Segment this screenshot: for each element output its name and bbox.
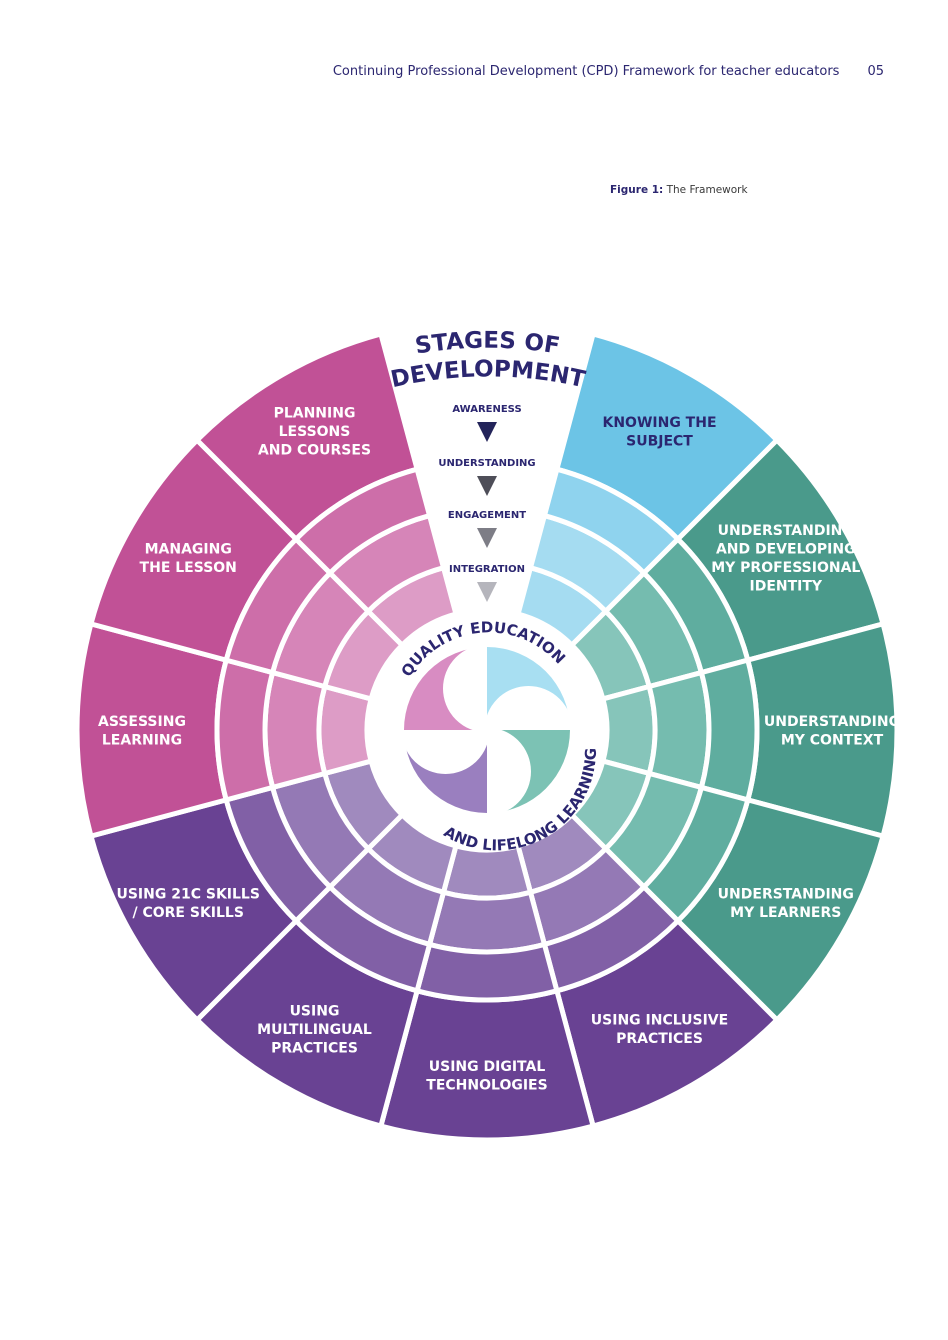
swirl-line	[443, 644, 488, 733]
swirl-line	[486, 727, 531, 816]
stages-wedge	[378, 312, 596, 615]
swirl-petal	[487, 647, 570, 730]
figure-caption-text: The Framework	[666, 184, 748, 196]
segment-ring-3	[214, 657, 276, 803]
segment-ring-3	[414, 941, 560, 1003]
stage-label: INTEGRATION	[449, 564, 525, 575]
stage-arrow-icon	[477, 528, 497, 548]
segment-ring-2	[262, 669, 328, 791]
stage-label: AWARENESS	[452, 404, 521, 415]
segment-ring-3	[698, 657, 760, 803]
figure-caption: Figure 1: The Framework	[610, 184, 748, 196]
center-hub	[371, 614, 603, 846]
segment-ring-2	[426, 889, 548, 955]
stage-arrow-icon	[477, 582, 497, 602]
segment-ring-1	[316, 683, 375, 777]
segment-ring-1	[599, 683, 658, 777]
segment-label: USING 21C SKILLS/ CORE SKILLS	[116, 886, 259, 921]
stage-arrow-icon	[477, 476, 497, 496]
figure-label: Figure 1:	[610, 184, 664, 196]
swirl-center-dot	[482, 725, 492, 735]
document-title: Continuing Professional Development (CPD…	[332, 64, 840, 79]
stage-arrow-icon	[477, 422, 497, 442]
page-number: 05	[867, 64, 884, 79]
page-header: Continuing Professional Development (CPD…	[260, 64, 884, 79]
swirl-line	[401, 729, 490, 774]
segment-ring-2	[646, 669, 712, 791]
swirl-line	[484, 686, 573, 731]
stage-label: ENGAGEMENT	[448, 510, 526, 521]
stage-label: UNDERSTANDING	[438, 458, 535, 469]
segment-using-21c-skills-core-skills: USING 21C SKILLS/ CORE SKILLS	[87, 757, 406, 1024]
